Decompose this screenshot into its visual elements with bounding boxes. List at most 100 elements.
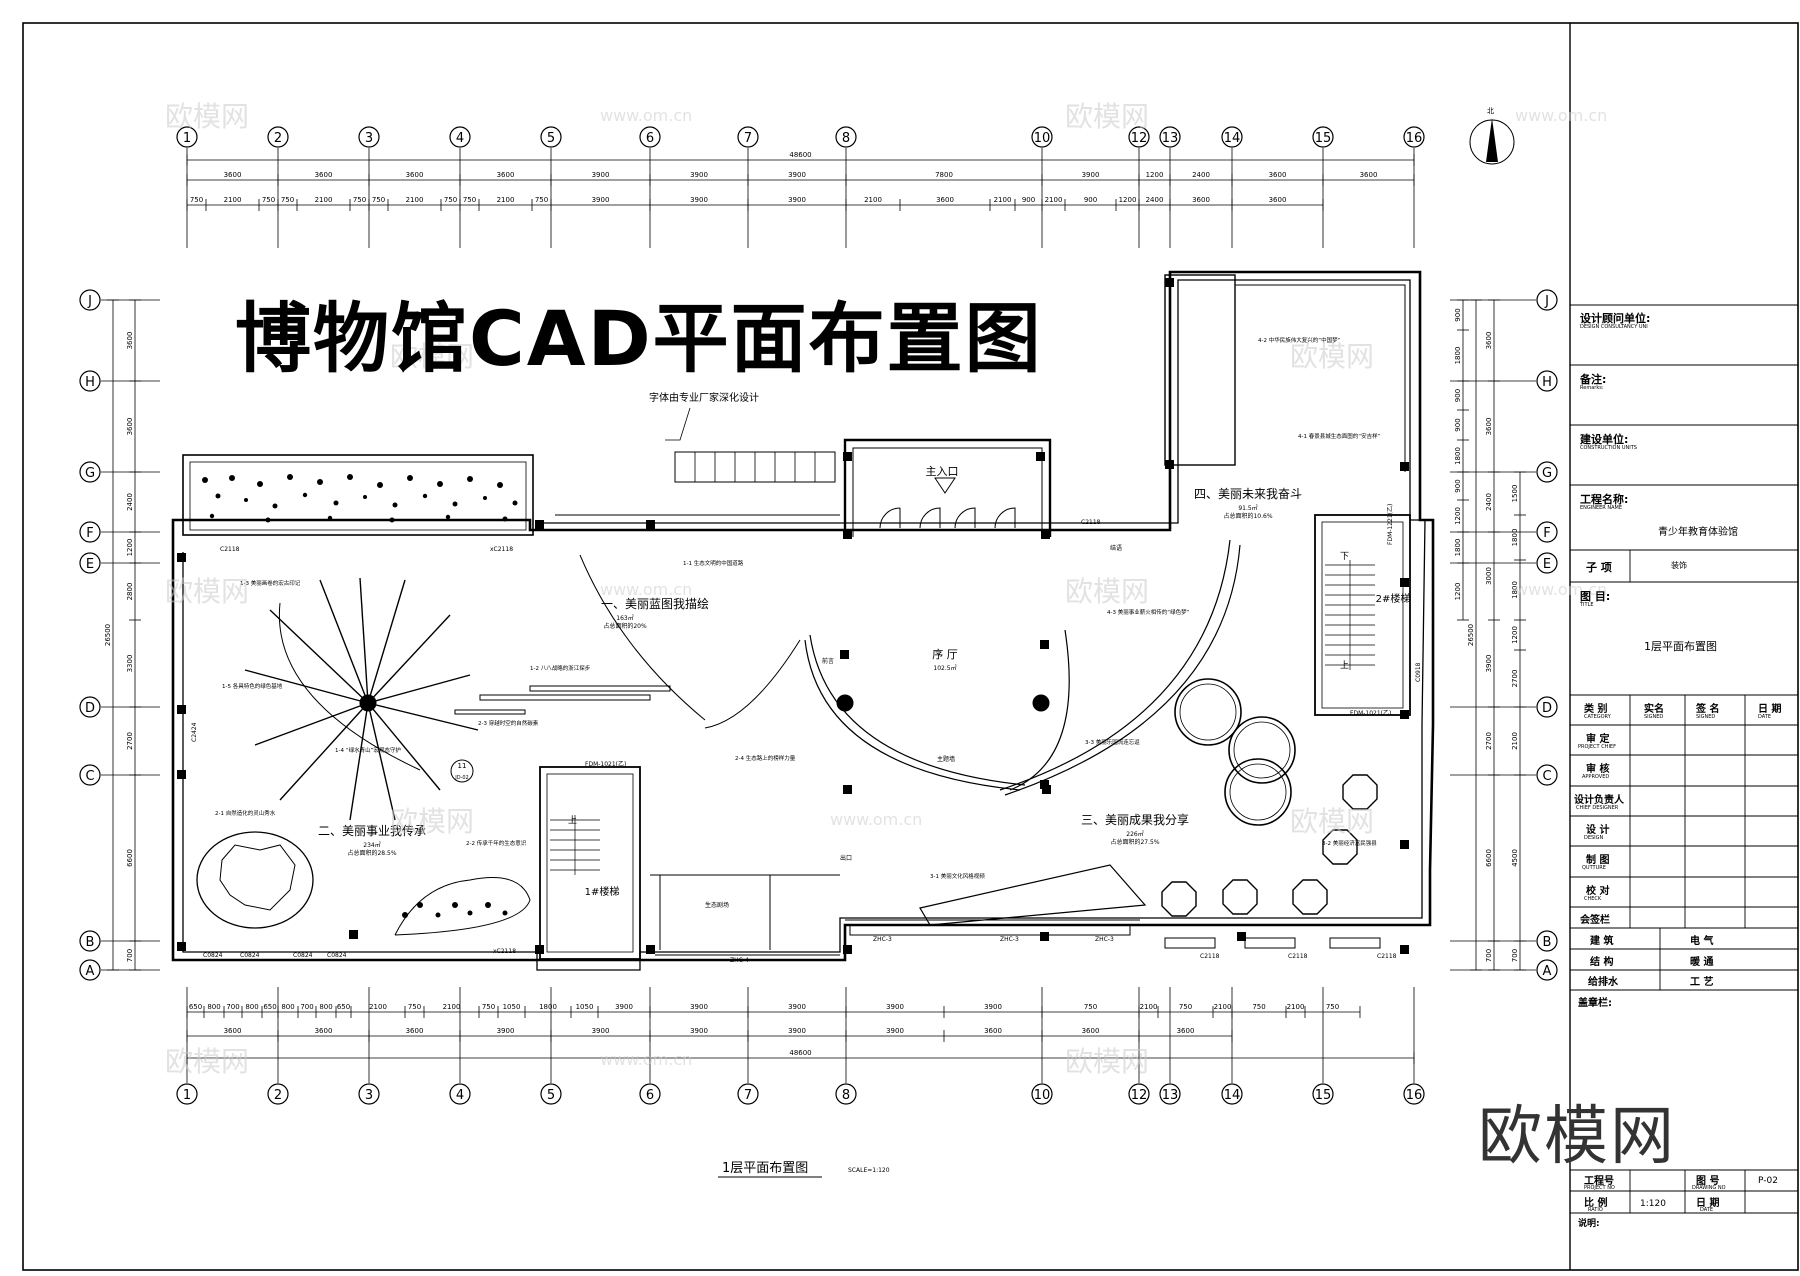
svg-text:4-1 春景县城生态面图的“安吉样”: 4-1 春景县城生态面图的“安吉样”	[1298, 432, 1381, 440]
svg-text:3600: 3600	[406, 171, 424, 179]
tb-consultant: 设计顾问单位:	[1580, 312, 1651, 325]
svg-text:3900: 3900	[1082, 171, 1100, 179]
tb-builder: 建设单位:	[1580, 433, 1629, 446]
exhibit-labels: 1-1 生态文明的中国道路 1-2 八八战略的浙江探步 1-3 美丽画卷的宏古印…	[215, 336, 1381, 880]
svg-text:2-3 穿越时空的自然碳素: 2-3 穿越时空的自然碳素	[478, 719, 539, 727]
north-arrow-icon: 北	[1469, 107, 1515, 165]
svg-text:ZHC-3: ZHC-3	[873, 936, 892, 943]
svg-text:3600: 3600	[224, 1027, 242, 1035]
svg-text:3600: 3600	[224, 171, 242, 179]
grid-bubble-col-1: 1	[176, 1083, 198, 1105]
svg-text:750: 750	[535, 196, 548, 204]
tb-remarks: 备注:	[1580, 373, 1607, 386]
svg-text:3900: 3900	[788, 1003, 806, 1011]
svg-text:1200: 1200	[1119, 196, 1137, 204]
svg-text:3000: 3000	[1485, 567, 1493, 585]
tb-discipline-0-0: 建 筑	[1590, 936, 1614, 947]
svg-text:7800: 7800	[935, 171, 953, 179]
svg-text:750: 750	[408, 1003, 421, 1011]
svg-text:650: 650	[263, 1003, 276, 1011]
svg-text:3600: 3600	[126, 332, 134, 350]
ref-bubble: 11	[458, 762, 467, 770]
svg-text:1-2 八八战略的浙江探步: 1-2 八八战略的浙江探步	[530, 664, 591, 672]
svg-text:750: 750	[281, 196, 294, 204]
svg-text:3-2 美丽经济富民强县: 3-2 美丽经济富民强县	[1322, 839, 1377, 847]
svg-text:6600: 6600	[126, 849, 134, 867]
svg-text:1200: 1200	[126, 539, 134, 557]
grid-bubble-col-15: 15	[1312, 1083, 1334, 1105]
grid-bubble-row-A: A	[1536, 959, 1558, 981]
svg-text:1200: 1200	[1511, 626, 1519, 644]
svg-text:3600: 3600	[984, 1027, 1002, 1035]
svg-text:3600: 3600	[1269, 196, 1287, 204]
dim-top-total: 48600	[186, 151, 1415, 166]
svg-text:2800: 2800	[126, 583, 134, 601]
svg-text:3900: 3900	[690, 1027, 708, 1035]
svg-text:2700: 2700	[1485, 732, 1493, 750]
svg-text:48600: 48600	[789, 1049, 811, 1057]
svg-text:3600: 3600	[406, 1027, 424, 1035]
svg-text:750: 750	[190, 196, 203, 204]
svg-text:750: 750	[1084, 1003, 1097, 1011]
tb-sub-value: 装饰	[1671, 561, 1687, 570]
stair2-up: 上	[1340, 660, 1349, 671]
grid-bubble-col-4: 4	[449, 126, 471, 148]
svg-text:900: 900	[1454, 418, 1462, 431]
grid-bubble-col-14: 14	[1221, 1083, 1243, 1105]
svg-text:2400: 2400	[1192, 171, 1210, 179]
door-window-codes: C2118 xC2118 C2118 C2424 C0824 C0824 C08…	[191, 504, 1422, 964]
svg-text:700: 700	[1485, 949, 1493, 962]
svg-text:E: E	[1543, 557, 1551, 572]
svg-text:3900: 3900	[615, 1003, 633, 1011]
svg-text:3-1 美丽文化风格视频: 3-1 美丽文化风格视频	[930, 872, 985, 880]
grid-bubble-col-6: 6	[639, 126, 661, 148]
tb-drawing-en: TITLE	[1580, 602, 1594, 608]
svg-text:FDM-1221(乙): FDM-1221(乙)	[1387, 504, 1394, 545]
grid-bubble-col-13: 13	[1159, 126, 1181, 148]
svg-text:48600: 48600	[789, 151, 811, 159]
svg-text:1200: 1200	[1454, 507, 1462, 525]
svg-text:3900: 3900	[592, 196, 610, 204]
tb-sign-row-1: 审 核	[1586, 764, 1610, 775]
tb-consultant-en: DESIGN CONSULTANCY UNI	[1580, 324, 1648, 330]
svg-text:102.5㎡: 102.5㎡	[933, 664, 956, 672]
svg-text:2400: 2400	[1146, 196, 1164, 204]
svg-text:800: 800	[281, 1003, 294, 1011]
svg-text:C2424: C2424	[191, 722, 198, 742]
svg-text:C2118: C2118	[220, 546, 240, 553]
svg-text:14: 14	[1224, 131, 1241, 146]
svg-text:C0824: C0824	[327, 952, 347, 959]
svg-text:16: 16	[1406, 1088, 1423, 1103]
svg-text:700: 700	[1511, 949, 1519, 962]
svg-text:占总面积的20%: 占总面积的20%	[603, 622, 647, 630]
svg-text:C0824: C0824	[203, 952, 223, 959]
svg-text:3-3 美丽乐园流连忘返: 3-3 美丽乐园流连忘返	[1085, 738, 1140, 746]
svg-text:1-1 生态文明的中国道路: 1-1 生态文明的中国道路	[683, 559, 744, 567]
svg-text:3900: 3900	[788, 196, 806, 204]
svg-text:xC2118: xC2118	[493, 948, 516, 955]
theme-wall-label: 主题墙	[937, 755, 955, 763]
tb-remarks-en: Remarks:	[1580, 385, 1604, 391]
svg-text:2100: 2100	[443, 1003, 461, 1011]
tb-project-en: ENGINEER NAME	[1580, 505, 1623, 511]
dimension-lines: 48600 3600 3600 3600 3600 3900 3900 3900 7800 390…	[104, 151, 1526, 1064]
svg-text:1500: 1500	[1511, 485, 1519, 503]
svg-text:A: A	[1543, 964, 1552, 979]
svg-text:ZHC-3: ZHC-3	[1000, 936, 1019, 943]
svg-text:G: G	[1542, 466, 1552, 481]
svg-text:3600: 3600	[497, 171, 515, 179]
exit-label: 出口	[840, 854, 852, 862]
svg-text:15: 15	[1315, 131, 1332, 146]
svg-text:900: 900	[1454, 479, 1462, 492]
grid-bubble-row-G: G	[1536, 461, 1558, 483]
svg-text:3600: 3600	[1485, 418, 1493, 436]
svg-text:2400: 2400	[126, 493, 134, 511]
svg-text:7: 7	[744, 1088, 752, 1103]
svg-text:3900: 3900	[886, 1003, 904, 1011]
tb-sign-row-0: 审 定	[1586, 734, 1610, 745]
tb-sign-header-3: 日 期	[1758, 704, 1782, 715]
svg-text:2700: 2700	[126, 732, 134, 750]
